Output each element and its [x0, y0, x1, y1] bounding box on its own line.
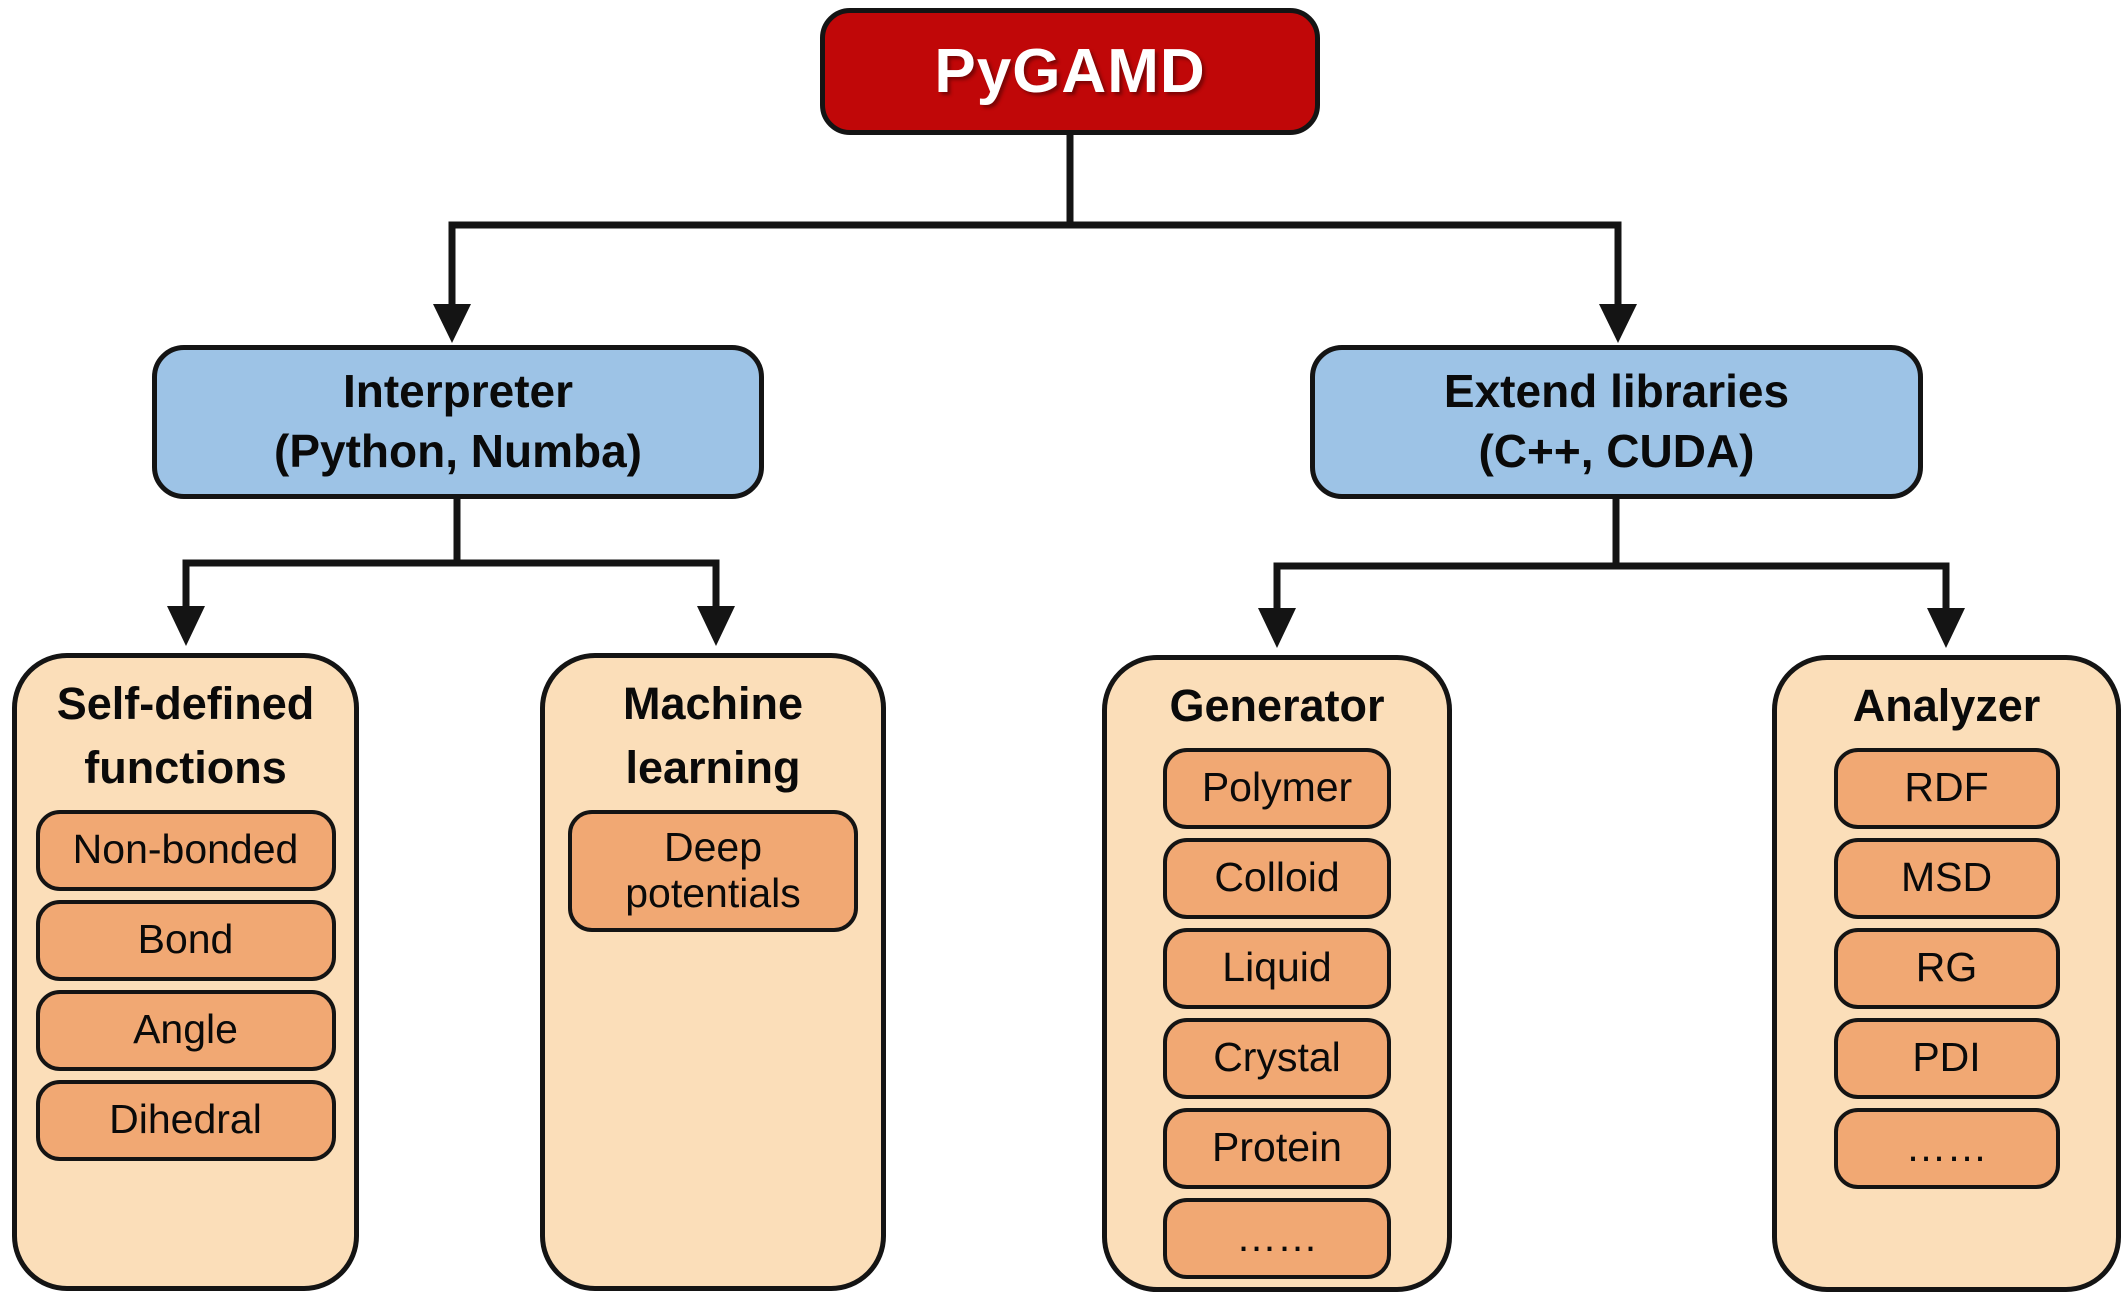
item-ellipsis: ……	[1833, 1107, 2060, 1189]
item-bond: Bond	[35, 899, 336, 981]
branch-node-interpreter: Interpreter (Python, Numba)	[152, 345, 764, 499]
arrow-down-icon	[1927, 608, 1965, 648]
item-non-bonded: Non-bonded	[35, 809, 336, 891]
arrow-down-icon	[1258, 608, 1296, 648]
group-item-list: RDF MSD RG PDI ……	[1833, 747, 2060, 1189]
item-pdi: PDI	[1833, 1017, 2060, 1099]
item-polymer: Polymer	[1163, 747, 1391, 829]
group-title: Generator	[1169, 680, 1385, 731]
group-analyzer: Analyzer RDF MSD RG PDI ……	[1772, 655, 2121, 1292]
item-colloid: Colloid	[1163, 837, 1391, 919]
group-item-list: Non-bonded Bond Angle Dihedral	[35, 809, 336, 1161]
item-rg: RG	[1833, 927, 2060, 1009]
connector-root-cross	[448, 221, 1622, 310]
item-protein: Protein	[1163, 1107, 1391, 1189]
item-msd: MSD	[1833, 837, 2060, 919]
item-deep-potentials: Deep potentials	[568, 809, 858, 932]
group-generator: Generator Polymer Colloid Liquid Crystal…	[1102, 655, 1452, 1292]
arrow-down-icon	[433, 304, 471, 343]
item-crystal: Crystal	[1163, 1017, 1391, 1099]
branch-node-extend-libraries: Extend libraries (C++, CUDA)	[1310, 345, 1923, 499]
branch-interpreter-label: Interpreter (Python, Numba)	[274, 365, 642, 477]
group-title: Analyzer	[1852, 680, 2041, 731]
arrow-down-icon	[1599, 304, 1637, 343]
root-node-pygamd: PyGAMD	[820, 8, 1320, 135]
root-node-label: PyGAMD	[934, 37, 1206, 106]
branch-extend-label: Extend libraries (C++, CUDA)	[1443, 365, 1790, 477]
connector-extend-cross	[1273, 562, 1950, 614]
item-rdf: RDF	[1833, 747, 2060, 829]
connector-interpreter-cross	[182, 559, 720, 612]
group-item-list: Polymer Colloid Liquid Crystal Protein ……	[1163, 747, 1391, 1279]
item-angle: Angle	[35, 989, 336, 1071]
group-machine-learning: Machine learning Deep potentials	[540, 653, 886, 1291]
group-title: Machine learning	[622, 678, 804, 793]
item-liquid: Liquid	[1163, 927, 1391, 1009]
item-dihedral: Dihedral	[35, 1079, 336, 1161]
group-self-defined-functions: Self-defined functions Non-bonded Bond A…	[12, 653, 359, 1291]
arrow-down-icon	[697, 606, 735, 646]
group-title: Self-defined functions	[56, 678, 315, 793]
item-ellipsis: ……	[1163, 1197, 1391, 1279]
group-item-list: Deep potentials	[568, 809, 858, 932]
arrow-down-icon	[167, 606, 205, 646]
